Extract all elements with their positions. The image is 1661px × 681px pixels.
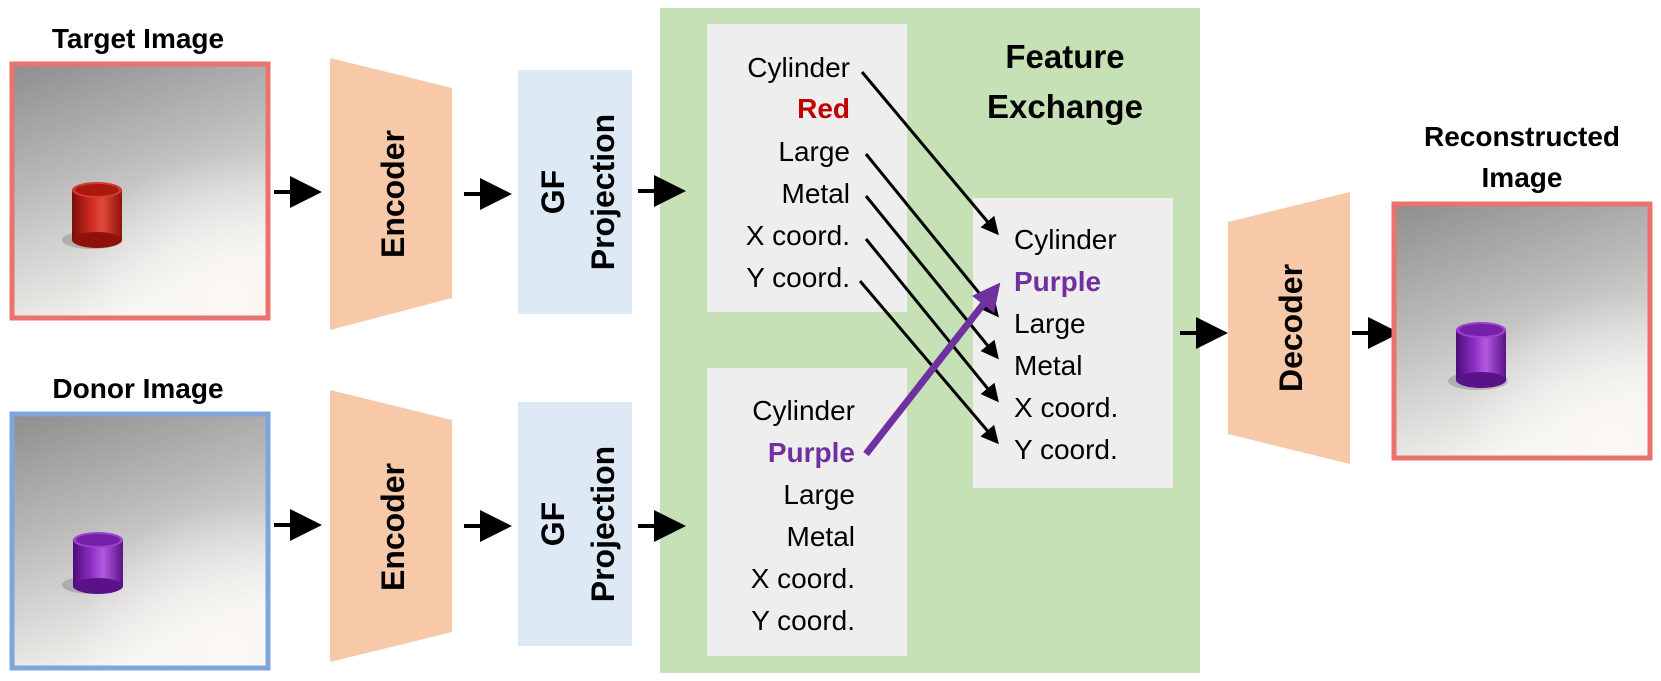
encoder-bottom-label: Encoder xyxy=(375,463,411,591)
feature-exchange-title: Feature xyxy=(1005,38,1124,75)
encoder-top xyxy=(330,58,452,330)
output-attr-5: Y coord. xyxy=(1014,434,1118,465)
target-attr-1: Red xyxy=(797,93,850,124)
reconstructed-image-label-2: Image xyxy=(1482,162,1563,193)
gf-projection-top-label-2: Projection xyxy=(585,114,621,270)
encoder-top-label: Encoder xyxy=(375,130,411,258)
output-attr-2: Large xyxy=(1014,308,1086,339)
target-attributes-box xyxy=(707,24,907,312)
gf-projection-bottom-label-2: Projection xyxy=(585,446,621,602)
output-attr-3: Metal xyxy=(1014,350,1082,381)
feature-exchange-title-2: Exchange xyxy=(987,88,1143,125)
reconstructed-image-label-1: Reconstructed xyxy=(1424,121,1620,152)
decoder-label: Decoder xyxy=(1273,264,1309,392)
target-image xyxy=(9,61,271,321)
encoder-bottom xyxy=(330,390,452,662)
target-image-label: Target Image xyxy=(52,23,224,54)
gf-projection-bottom xyxy=(518,402,632,646)
target-attr-4: X coord. xyxy=(746,220,850,251)
target-attr-2: Large xyxy=(778,136,850,167)
exchange-arrow-x-coord xyxy=(864,238,999,403)
reconstructed-image xyxy=(1391,201,1653,461)
donor-attr-3: Metal xyxy=(787,521,855,552)
target-attr-0: Cylinder xyxy=(747,52,850,83)
output-attr-1: Purple xyxy=(1014,266,1101,297)
donor-image-label: Donor Image xyxy=(52,373,223,404)
exchange-arrow-cylinder xyxy=(860,71,999,236)
output-attributes-box xyxy=(973,198,1173,488)
gf-projection-top-label-1: GF xyxy=(535,170,571,214)
donor-attr-2: Large xyxy=(783,479,855,510)
exchange-arrow-purple xyxy=(863,282,1001,457)
target-attr-3: Metal xyxy=(782,178,850,209)
exchange-arrow-y-coord xyxy=(858,280,999,445)
exchange-arrow-metal xyxy=(864,195,999,360)
decoder xyxy=(1228,192,1350,464)
output-attr-4: X coord. xyxy=(1014,392,1118,423)
gf-projection-top xyxy=(518,70,632,314)
output-attr-0: Cylinder xyxy=(1014,224,1117,255)
donor-attr-5: Y coord. xyxy=(751,605,855,636)
donor-attributes-box xyxy=(707,368,907,656)
donor-attr-4: X coord. xyxy=(751,563,855,594)
donor-attr-0: Cylinder xyxy=(752,395,855,426)
gf-projection-bottom-label-1: GF xyxy=(535,502,571,546)
target-attr-5: Y coord. xyxy=(746,262,850,293)
donor-image xyxy=(9,411,271,671)
donor-attr-1: Purple xyxy=(768,437,855,468)
